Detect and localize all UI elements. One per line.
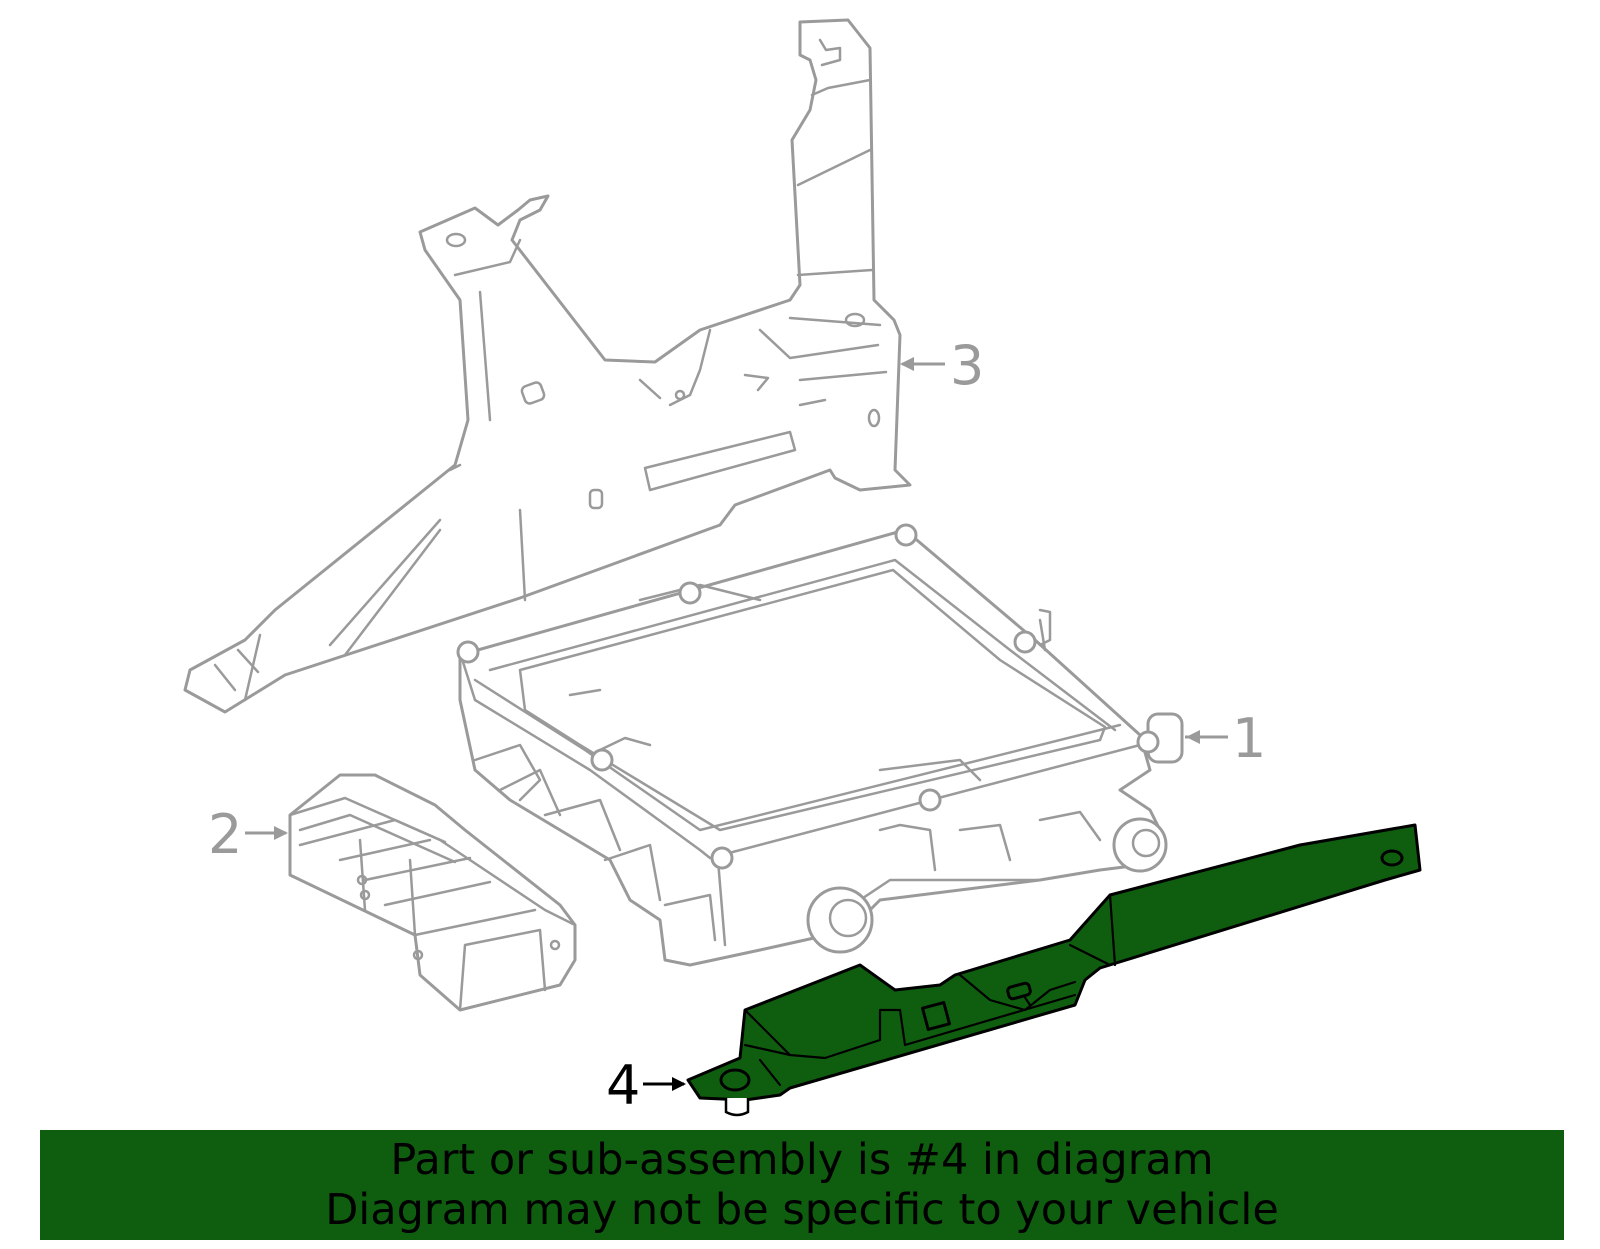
callout-3: 3	[900, 334, 984, 397]
callout-1: 1	[1185, 707, 1266, 770]
part-2-connector-block	[288, 773, 577, 1012]
callout-number: 4	[606, 1054, 640, 1117]
callout-2: 2	[208, 803, 288, 866]
info-banner: Part or sub-assembly is #4 in diagram Di…	[40, 1130, 1564, 1240]
callout-number: 3	[950, 334, 984, 397]
callout-number: 2	[208, 803, 242, 866]
part-4-bracket	[686, 823, 1422, 1117]
callout-number: 1	[1232, 707, 1266, 770]
part-3-bracket	[183, 18, 912, 714]
banner-line-disclaimer: Diagram may not be specific to your vehi…	[325, 1185, 1279, 1235]
part-1-control-module	[456, 523, 1184, 967]
banner-background	[40, 1130, 1564, 1240]
callout-4: 4	[606, 1054, 686, 1117]
banner-line-part-number: Part or sub-assembly is #4 in diagram	[390, 1135, 1214, 1185]
